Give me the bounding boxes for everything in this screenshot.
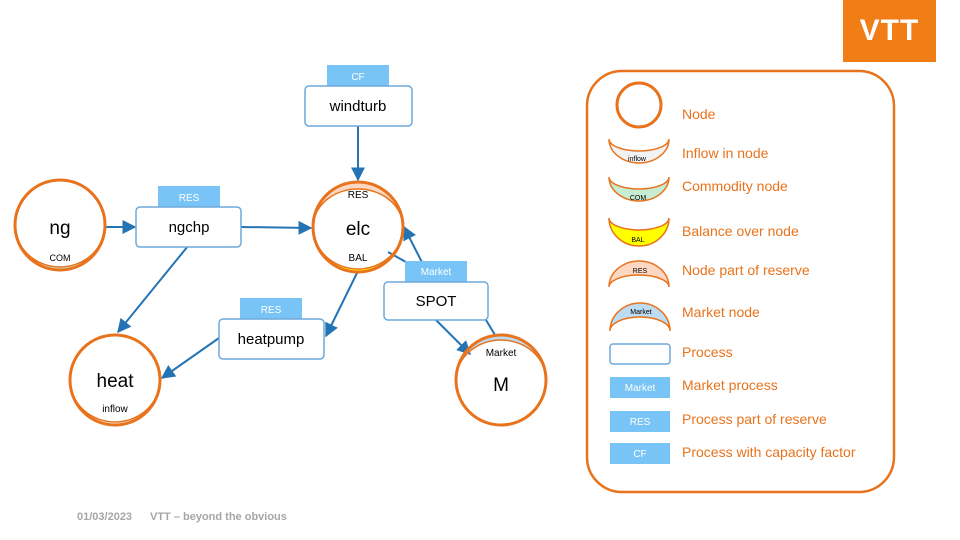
node-ng-label: ng: [49, 218, 70, 239]
legend-label-3: Balance over node: [682, 223, 799, 239]
process-spot-tag: Market: [421, 267, 452, 278]
node-heat-label: heat: [97, 371, 135, 392]
process-heatpump-label: heatpump: [238, 331, 305, 348]
legend-label-8: Process part of reserve: [682, 411, 827, 427]
svg-text:Market: Market: [625, 383, 656, 394]
legend-label-0: Node: [682, 106, 716, 122]
node-heat[interactable]: heat inflow: [68, 333, 162, 427]
legend-label-2: Commodity node: [682, 178, 788, 194]
arrow-elc-to-heatpump: [325, 272, 358, 338]
process-spot-label: SPOT: [416, 293, 457, 310]
legend-process-icon: [609, 343, 671, 365]
node-elc-res-tag: RES: [348, 190, 369, 201]
legend-label-1: Inflow in node: [682, 145, 769, 161]
legend-label-5: Market node: [682, 304, 760, 320]
node-elc-bal-tag: BAL: [349, 253, 368, 264]
svg-text:BAL: BAL: [631, 237, 644, 244]
legend-reserve-node-icon: RES: [608, 260, 670, 288]
legend-node-icon: [615, 81, 663, 129]
svg-text:CF: CF: [633, 449, 646, 460]
footer-date: 01/03/2023: [77, 511, 133, 523]
process-ngchp-label: ngchp: [169, 219, 210, 236]
legend-balance-icon: BAL: [608, 217, 670, 247]
arrow-spot-to-elc: [387, 251, 407, 263]
legend-label-9: Process with capacity factor: [682, 444, 856, 460]
legend-label-6: Process: [682, 344, 733, 360]
svg-text:Market: Market: [630, 309, 651, 316]
arrow-ngchp-to-elc: [240, 220, 313, 235]
process-heatpump[interactable]: RES heatpump: [218, 298, 325, 360]
legend-market-node-icon: Market: [609, 302, 671, 332]
svg-text:inflow: inflow: [628, 156, 647, 163]
legend-label-7: Market process: [682, 377, 778, 393]
legend-cf-process-icon: CF: [610, 443, 670, 464]
svg-text:COM: COM: [630, 195, 647, 202]
process-windturb[interactable]: CF windturb: [304, 65, 413, 127]
node-heat-tag: inflow: [102, 404, 128, 415]
legend: Node inflow Inflow in node COM Commodity…: [585, 69, 896, 494]
process-windturb-label: windturb: [329, 98, 387, 115]
footer-tagline: VTT – beyond the obvious: [150, 511, 287, 523]
vtt-logo: VTT: [843, 0, 936, 62]
svg-text:RES: RES: [633, 268, 648, 275]
node-ng[interactable]: ng COM: [13, 178, 107, 272]
node-ng-tag: COM: [50, 253, 71, 263]
node-elc-label: elc: [346, 219, 370, 240]
process-ngchp-tag: RES: [179, 193, 200, 204]
node-m-tag: Market: [486, 348, 517, 359]
node-elc[interactable]: RES elc BAL: [311, 180, 405, 274]
node-m-label: M: [493, 375, 509, 396]
process-heatpump-tag: RES: [261, 305, 282, 316]
arrow-ngchp-to-heat: [117, 245, 189, 334]
node-m[interactable]: Market M: [454, 333, 548, 427]
svg-text:RES: RES: [630, 417, 651, 428]
legend-inflow-icon: inflow: [608, 138, 670, 164]
arrow-elc-to-m: [435, 319, 471, 355]
process-spot[interactable]: Market SPOT: [383, 261, 489, 321]
legend-commodity-icon: COM: [608, 176, 670, 202]
process-ngchp[interactable]: RES ngchp: [135, 186, 242, 248]
process-windturb-tag: CF: [351, 72, 364, 83]
arrow-heatpump-to-heat: [160, 337, 220, 379]
legend-label-4: Node part of reserve: [682, 262, 810, 278]
legend-market-process-icon: Market: [610, 377, 670, 398]
legend-reserve-process-icon: RES: [610, 411, 670, 432]
